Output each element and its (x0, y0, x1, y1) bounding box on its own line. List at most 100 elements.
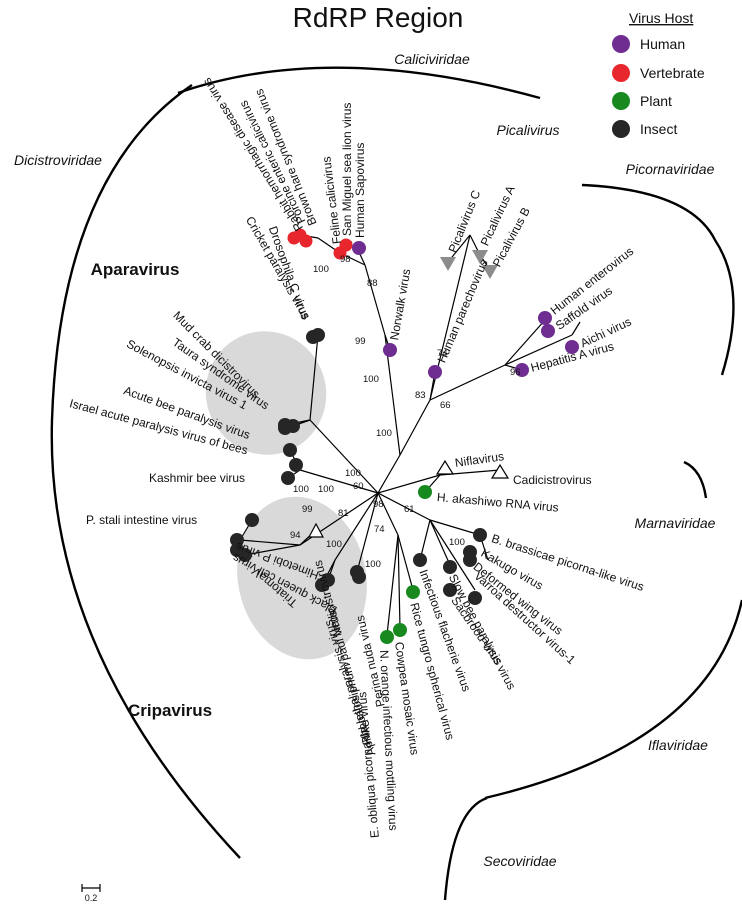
secoviridae-arc (443, 796, 488, 901)
family-label-secoviridae: Secoviridae (483, 853, 556, 869)
b-brassicae-picorna-like-marker (473, 528, 487, 542)
legend-swatch (612, 64, 630, 82)
leaf-label: Niflavirus (454, 449, 505, 470)
bootstrap-value: 98 (373, 499, 384, 510)
leaf-label: Kashmir bee virus (149, 471, 245, 485)
infectious-flacherie-marker (413, 553, 427, 567)
p-stali-intestine-marker (245, 513, 259, 527)
human-enterovirus-marker (538, 311, 552, 325)
bootstrap-value: 94 (290, 530, 301, 541)
bootstrap-value: 100 (326, 539, 342, 550)
legend-item-plant: Plant (612, 92, 672, 110)
bootstrap-value: 96 (510, 367, 521, 378)
san-miguel-sea-lion-marker (339, 238, 353, 252)
porcine-enteric-calicivirus-marker (287, 231, 301, 245)
bootstrap-values: 100 98 88 99 100 74 83 66 96 100 100 60 … (290, 254, 521, 570)
sacbrood-virus-marker (443, 583, 457, 597)
n-orange-infectious-mottling-marker (380, 630, 394, 644)
bootstrap-value: 100 (345, 468, 361, 479)
cadicistrovirus-marker (490, 463, 510, 479)
bootstrap-value: 100 (293, 484, 309, 495)
black-queen-cell-marker (230, 543, 244, 557)
family-label-dicistroviridae: Dicistroviridae (14, 152, 102, 168)
family-label-caliciviridae: Caliciviridae (394, 51, 470, 67)
bootstrap-value: 74 (437, 348, 448, 359)
leaf-markers (230, 228, 579, 644)
drosophila-c-virus-marker (306, 330, 320, 344)
family-arcs (50, 66, 742, 901)
bootstrap-value: 100 (376, 428, 392, 439)
perina-nuda-virus-marker (352, 570, 366, 584)
legend-swatch (612, 35, 630, 53)
deformed-wing-virus-marker (463, 553, 477, 567)
bootstrap-value: 60 (353, 481, 364, 492)
family-label-iflaviridae: Iflaviridae (648, 737, 708, 753)
genus-label-aparavirus: Aparavirus (91, 260, 180, 279)
picalivirus-c-marker (440, 257, 456, 271)
bootstrap-value: 98 (340, 254, 351, 265)
leaf-label: Norwalk virus (387, 268, 413, 341)
varroa-destructor-virus-marker (468, 591, 482, 605)
cowpea-mosaic-marker (393, 623, 407, 637)
chart-title: RdRP Region (293, 2, 464, 33)
norwalk-virus-marker (383, 343, 397, 357)
legend-label: Human (640, 36, 685, 52)
rice-tungro-spherical-marker (406, 585, 420, 599)
bootstrap-value: 99 (355, 336, 366, 347)
aphid-lethal-paralysis-marker (315, 578, 329, 592)
legend-label: Plant (640, 93, 672, 109)
legend-title: Virus Host (629, 10, 693, 26)
dicistroviridae-arc (50, 84, 241, 859)
legend-label: Insect (640, 121, 677, 137)
leaf-label: H. akashiwo RNA virus (436, 490, 559, 515)
leaf-label: San Miguel sea lion virus (340, 103, 354, 236)
niflavirus-marker (435, 459, 455, 475)
genus-label-cripavirus: Cripavirus (128, 701, 212, 720)
himetobi-p-virus-marker (230, 533, 244, 547)
slow-bee-paralysis-marker (443, 560, 457, 574)
bootstrap-value: 100 (365, 559, 381, 570)
family-label-marnaviridae: Marnaviridae (635, 515, 716, 531)
leaf-label: Picalivirus C (446, 188, 484, 255)
brown-hare-syndrome-marker (299, 234, 313, 248)
bootstrap-value: 100 (363, 374, 379, 385)
h-akashiwo-rna-virus-marker (418, 485, 432, 499)
family-label-picornaviridae: Picornaviridae (626, 161, 715, 177)
caliciviridae-arc (177, 66, 541, 100)
bootstrap-value: 99 (302, 504, 313, 515)
israel-acute-paralysis-marker (289, 458, 303, 472)
saffold-virus-marker (541, 324, 555, 338)
bootstrap-value: 100 (318, 484, 334, 495)
mud-crab-dicistrovirus-marker (278, 421, 292, 435)
bootstrap-value: 100 (449, 537, 465, 548)
iflaviridae-arc (484, 599, 742, 800)
legend: Virus Host Human Vertebrate Plant Insect (612, 10, 705, 138)
legend-swatch (612, 120, 630, 138)
bootstrap-value: 74 (374, 524, 385, 535)
bootstrap-value: 66 (440, 400, 451, 411)
picalivirus-b-marker (482, 265, 498, 279)
marnaviridae-arc (683, 460, 708, 499)
picornaviridae-arc (581, 183, 735, 376)
leaf-label: Human Sapovirus (353, 143, 367, 238)
nedicistrovirus-marker (307, 522, 325, 538)
kashmir-bee-virus-marker (281, 471, 295, 485)
legend-swatch (612, 92, 630, 110)
scale-bar-label: 0.2 (85, 893, 98, 903)
picalivirus-a-marker (472, 250, 488, 264)
scale-bar: 0.2 (81, 884, 101, 903)
cripavirus-clade-shading (237, 496, 367, 660)
leaf-labels: Rabbit hemorrhagic disease virus Porcine… (68, 75, 646, 838)
leaf-label: Cadicistrovirus (513, 473, 592, 487)
legend-item-human: Human (612, 35, 685, 53)
legend-label: Vertebrate (640, 65, 705, 81)
legend-item-insect: Insect (612, 120, 677, 138)
hepatitis-a-virus-marker (515, 363, 529, 377)
family-label-picalivirus: Picalivirus (496, 122, 559, 138)
bootstrap-value: 88 (367, 278, 378, 289)
family-labels: Caliciviridae Picalivirus Picornaviridae… (14, 51, 716, 869)
aichi-virus-marker (565, 340, 579, 354)
bootstrap-value: 81 (338, 508, 349, 519)
leaf-label: P. stali intestine virus (86, 513, 197, 527)
